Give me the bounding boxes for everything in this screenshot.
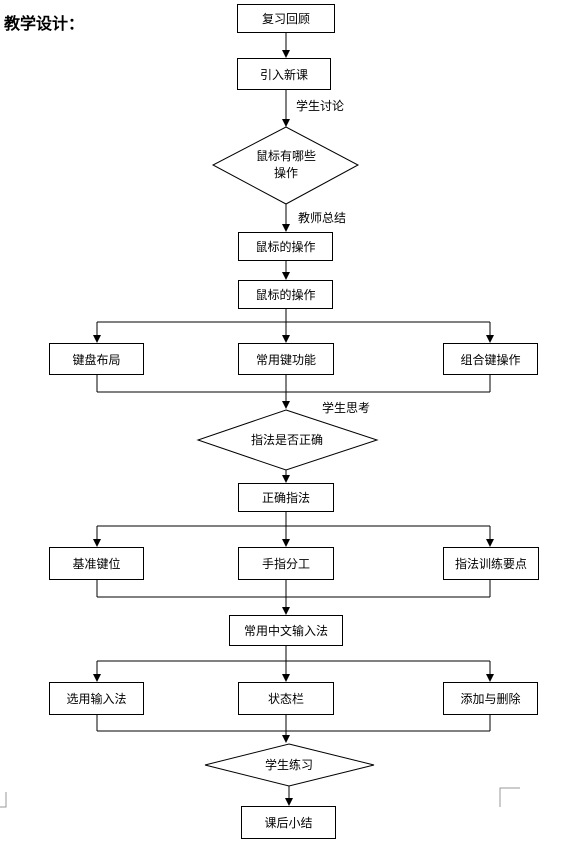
node-correct-fingering: 正确指法 [238, 483, 334, 512]
page-corner-right [499, 787, 520, 807]
page-title: 教学设计： [4, 14, 85, 33]
node-training-points: 指法训练要点 [443, 547, 539, 580]
decision-text-fingering: 指法是否正确 [250, 432, 323, 447]
node-combo-keys: 组合键操作 [443, 343, 538, 375]
node-status-bar: 状态栏 [238, 682, 334, 715]
decision-text-practice: 学生练习 [264, 757, 313, 772]
decision-diamond-practice [204, 743, 375, 787]
node-review: 复习回顾 [237, 4, 335, 33]
node-add-remove: 添加与删除 [443, 682, 538, 715]
node-common-keys: 常用键功能 [238, 343, 334, 375]
node-keyboard-layout: 键盘布局 [49, 343, 144, 375]
page-corner-left [0, 792, 7, 808]
node-home-keys: 基准键位 [49, 547, 144, 580]
edge-label-student-thinking: 学生思考 [322, 401, 371, 415]
node-mouse-operations-1: 鼠标的操作 [238, 232, 333, 261]
decision-diamond-mouse [211, 126, 360, 205]
decision-diamond-fingering [196, 409, 379, 471]
node-select-input: 选用输入法 [49, 682, 144, 715]
node-intro: 引入新课 [237, 58, 331, 90]
edge-label-student-discussion: 学生讨论 [296, 99, 345, 113]
node-finger-division: 手指分工 [238, 547, 334, 580]
edge-label-teacher-summary: 教师总结 [298, 211, 347, 225]
decision-text-mouse: 鼠标有哪些 操作 [255, 149, 316, 180]
node-mouse-operations-2: 鼠标的操作 [238, 280, 333, 309]
node-summary: 课后小结 [241, 806, 336, 839]
node-chinese-input: 常用中文输入法 [229, 615, 343, 646]
